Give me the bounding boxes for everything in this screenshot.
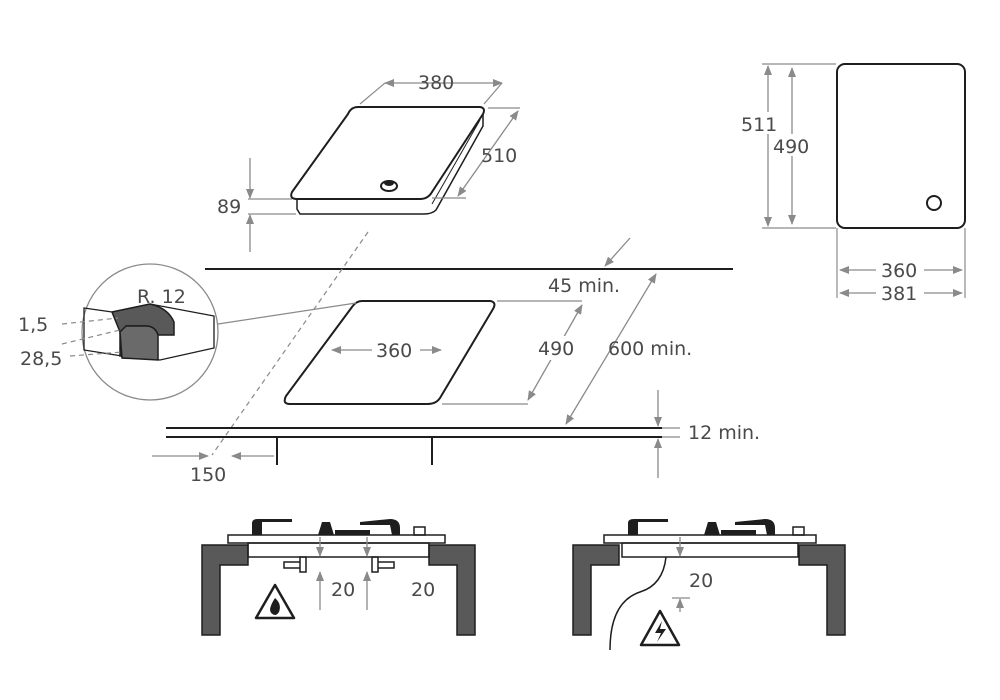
dim-inner-height: 490 (773, 136, 809, 158)
hob-top-view (836, 63, 966, 229)
dim-cutout-width: 360 (376, 340, 412, 362)
gas-installation-section (201, 519, 476, 636)
edge-detail (81, 263, 219, 401)
dim-hob-height: 89 (217, 196, 241, 218)
worktop-front (166, 427, 662, 465)
dim-outer-width: 381 (881, 283, 917, 305)
dim-elec-clear: 20 (689, 570, 713, 592)
dim-hob-depth: 510 (481, 145, 517, 167)
dim-below-min: 12 min. (688, 422, 760, 444)
electric-warning-icon (639, 609, 681, 647)
gas-flame-warning-icon (254, 583, 296, 620)
dim-gas-clear-right: 20 (411, 579, 435, 601)
dim-front-gap: 150 (190, 464, 226, 486)
dim-wall-min: 45 min. (548, 275, 620, 297)
power-cable (609, 556, 667, 651)
dim-gas-clear-left: 20 (331, 579, 355, 601)
dim-thickness-a: 1,5 (18, 314, 48, 336)
knob-icon (926, 195, 942, 211)
dim-back-min: 600 min. (608, 338, 692, 360)
dim-thickness-b: 28,5 (20, 348, 62, 370)
dim-hob-width: 380 (418, 72, 454, 94)
cutout-outline (283, 300, 496, 405)
dim-inner-width: 360 (881, 260, 917, 282)
dim-outer-height: 511 (741, 114, 777, 136)
dim-cutout-depth: 490 (538, 338, 574, 360)
dim-radius: R. 12 (137, 286, 186, 308)
electric-installation-section (572, 519, 846, 651)
